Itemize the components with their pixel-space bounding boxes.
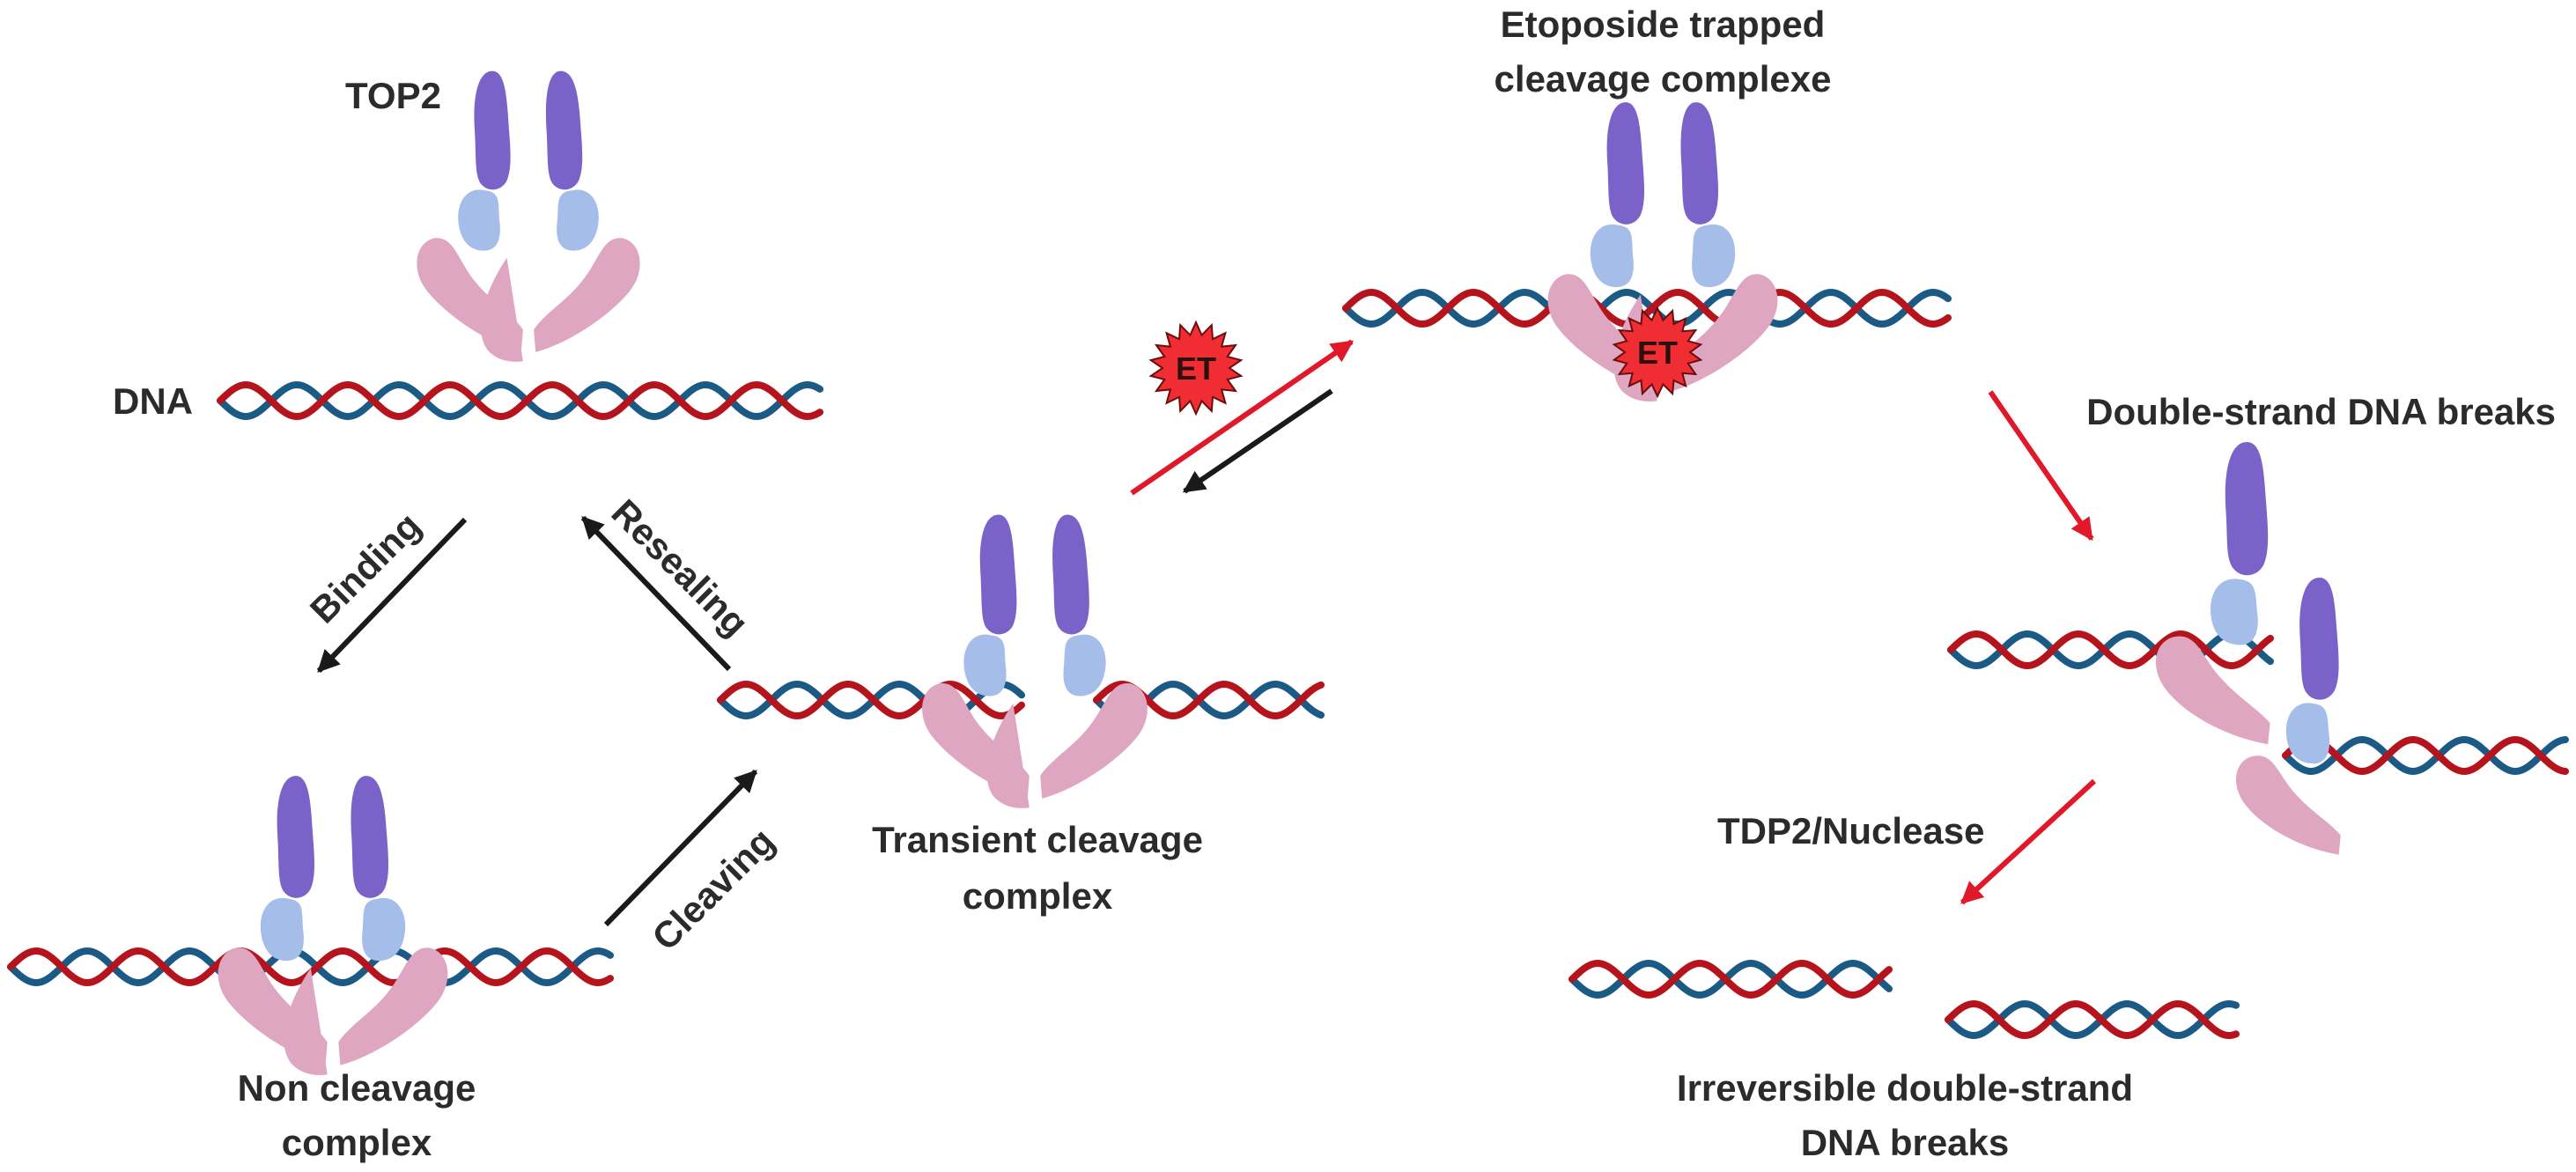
dna-helix-break-left: [1947, 630, 2274, 670]
label-dna: DNA: [113, 380, 193, 422]
top2-enzyme: [417, 70, 640, 362]
binding-arrow: [316, 517, 468, 674]
label-etoposide-2: cleavage complexe: [1495, 58, 1832, 100]
dsb-arrow: [1988, 390, 2094, 542]
dna-helix-etoposide: [1342, 288, 1952, 328]
dna-helix-irreversible-left: [1568, 959, 1893, 999]
label-irreversible-1: Irreversible double-strand: [1677, 1067, 2133, 1109]
label-dsb: Double-strand DNA breaks: [2086, 391, 2556, 432]
et-badge-bound: ET: [1612, 306, 1703, 399]
label-top2: TOP2: [345, 75, 441, 116]
broken-subunit-1: [2155, 442, 2270, 745]
transient-complex-enzyme: [922, 514, 1148, 808]
dna-helix-break-right: [2282, 735, 2569, 776]
dna-helix-free: [217, 380, 823, 421]
trap-arrow: [1130, 339, 1354, 496]
tdp2-arrow: [1960, 778, 2097, 905]
label-non-cleavage-2: complex: [282, 1122, 432, 1163]
non-cleavage-complex-enzyme: [218, 776, 448, 1075]
et-badge-free: ET: [1148, 320, 1244, 416]
resealing-arrow: [580, 515, 732, 672]
dna-helix-irreversible-right: [1945, 999, 2240, 1040]
release-arrow: [1182, 388, 1333, 494]
dna-helices: [7, 288, 2569, 1040]
label-cleaving: Cleaving: [644, 820, 782, 958]
label-irreversible-2: DNA breaks: [1801, 1122, 2010, 1163]
label-non-cleavage-1: Non cleavage: [238, 1067, 476, 1109]
cleaving-arrow: [603, 769, 758, 927]
label-tdp2: TDP2/Nuclease: [1717, 810, 1984, 851]
svg-text:ET: ET: [1176, 350, 1216, 387]
dna-helix-transient-left: [717, 680, 1025, 720]
label-etoposide-1: Etoposide trapped: [1501, 4, 1826, 45]
label-binding: Binding: [302, 505, 429, 631]
label-transient-2: complex: [963, 875, 1113, 917]
label-transient-1: Transient cleavage: [872, 819, 1203, 860]
svg-text:ET: ET: [1637, 335, 1678, 371]
